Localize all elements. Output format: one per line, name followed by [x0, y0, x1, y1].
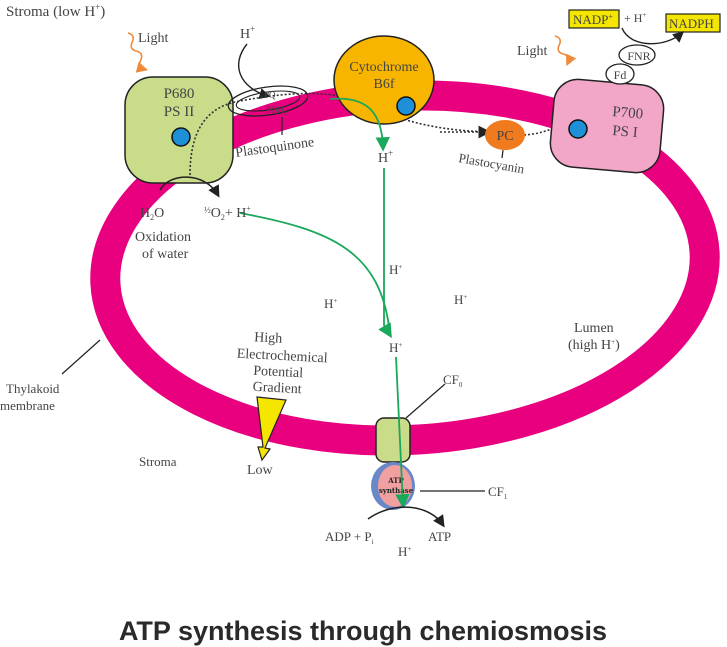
- h-plus-lumen-4: H+: [389, 340, 402, 355]
- cf0-pointer: [405, 383, 446, 419]
- stroma-bottom-label: Stroma: [139, 454, 177, 469]
- oxygen-proton-label: ½O2+ H+: [204, 204, 251, 222]
- water-label: H2O: [140, 206, 164, 222]
- light-wave-right-icon: [554, 35, 577, 67]
- nadp-box: [568, 9, 620, 29]
- h-plus-lumen-2: H+: [324, 296, 337, 311]
- ps1-label: PS I: [612, 123, 639, 141]
- nadph-label: NADPH: [669, 16, 714, 31]
- pq-cycle-inner: [235, 90, 301, 112]
- plus-h-label: + H+: [624, 11, 646, 25]
- ps2-p680-label: P680: [164, 86, 195, 102]
- lumen-high-h-label: (high H+): [568, 338, 620, 353]
- nadph-box: [665, 13, 721, 33]
- pq-cycle-outer: [227, 85, 309, 117]
- atp-synthase-label-1: ATP: [387, 476, 404, 485]
- proton-path-cytochrome: [329, 97, 390, 152]
- gradient-arrow-icon: [256, 396, 287, 462]
- h-plus-cytochrome: H+: [378, 148, 393, 166]
- lumen-label: Lumen: [574, 321, 614, 336]
- cf1-label: CF1: [488, 484, 508, 501]
- h-plus-uptake-arrow: [238, 43, 271, 100]
- h-plus-top: H+: [240, 24, 255, 42]
- of-water-label: of water: [142, 247, 189, 262]
- gradient-potential-label: Potential: [253, 364, 304, 382]
- proton-path-lumen-vertical: [378, 168, 392, 339]
- plastocyanin-label: Plastocyanin: [457, 150, 526, 176]
- ps1-p700-label: P700: [612, 104, 644, 123]
- ps2-electron-carrier: [171, 127, 191, 147]
- plastocyanin: [485, 120, 525, 150]
- photosystem-i: [549, 78, 665, 174]
- gradient-low-label: Low: [247, 463, 274, 478]
- atp-label: ATP: [428, 529, 451, 544]
- adp-pi-label: ADP + Pi: [325, 529, 374, 546]
- oxidation-label: Oxidation: [135, 230, 191, 245]
- cytochrome-electron-carrier: [396, 96, 416, 116]
- gradient-electrochemical-label: Electrochemical: [236, 347, 328, 367]
- pqh2-label: PQH2: [266, 105, 287, 117]
- light-right-label: Light: [517, 44, 547, 59]
- h-plus-lumen-1: H+: [389, 262, 402, 277]
- cf0-label: CF0: [443, 372, 463, 389]
- figure-title: ATP synthesis through chemiosmosis: [119, 616, 607, 646]
- pq-label: PQ: [264, 90, 276, 100]
- membrane-label: membrane: [0, 398, 55, 413]
- ferredoxin: [605, 63, 635, 85]
- thylakoid-pointer: [61, 339, 101, 375]
- fnr-enzyme: [618, 44, 656, 66]
- atp-formation-arrow: [367, 506, 445, 528]
- h-plus-lumen-3: H+: [454, 292, 467, 307]
- b6f-label: B6f: [374, 77, 395, 92]
- atp-synthase-label-2: synthase: [379, 486, 414, 495]
- fnr-label: FNR: [627, 49, 650, 63]
- proton-path-water: [239, 212, 391, 336]
- water-oxidation-arrow: [159, 176, 220, 198]
- ps2-label: PS II: [164, 104, 194, 120]
- stroma-top-label: Stroma (low H+): [6, 2, 105, 20]
- nadp-label: NADP+: [573, 12, 613, 27]
- gradient-high-label: High: [254, 330, 283, 346]
- nadp-reduction-arrow: [621, 27, 685, 45]
- pc-label: PC: [496, 129, 513, 144]
- light-left-label: Light: [138, 31, 168, 46]
- cf0-subunit: [375, 417, 411, 463]
- light-wave-left-icon: [127, 32, 148, 73]
- gradient-gradient-label: Gradient: [252, 380, 302, 398]
- fd-label: Fd: [614, 68, 627, 82]
- plastocyanin-pointer: [501, 149, 504, 159]
- proton-path-synthase: [395, 356, 410, 509]
- h-plus-out-label: H+: [398, 544, 411, 559]
- cytochrome-label: Cytochrome: [349, 60, 418, 75]
- thylakoid-label: Thylakoid: [6, 381, 60, 396]
- ps1-electron-carrier: [568, 119, 588, 139]
